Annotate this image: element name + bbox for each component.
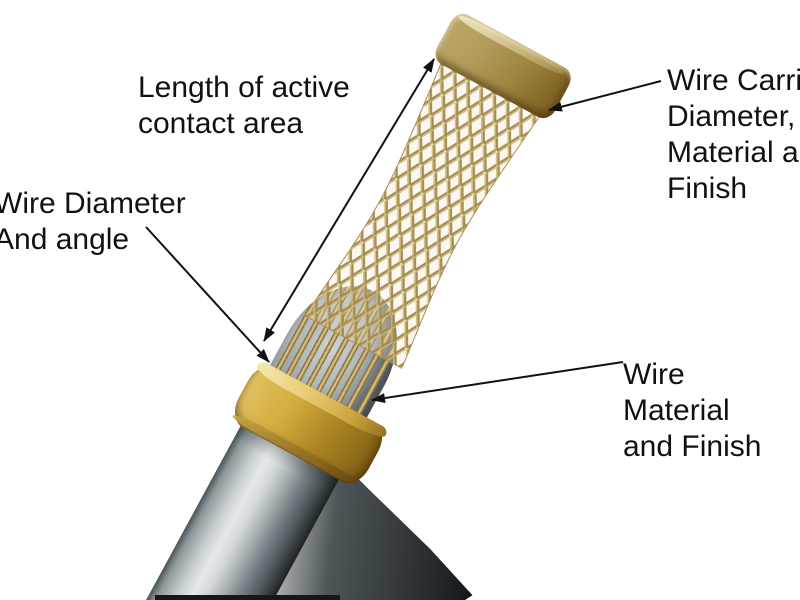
wire-material-label-line2: Material: [623, 394, 730, 427]
wire-carrier-label-line3: Material and: [667, 136, 800, 169]
wire-diameter-label-line2: And angle: [0, 223, 130, 256]
length-label-line1: Length of active: [138, 71, 350, 104]
wire-material-label-line1: Wire: [623, 358, 685, 391]
wire-carrier-label-line1: Wire Carrier: [667, 64, 800, 97]
length-label-line2: contact area: [138, 107, 304, 140]
length-label: Length of active contact area: [138, 70, 350, 142]
wire-diameter-label-line1: Wire Diameter: [0, 187, 186, 220]
wire-carrier-label-line4: Finish: [667, 172, 748, 205]
wire-carrier-label-line2: Diameter,: [667, 100, 796, 133]
wire-material-label-line3: and Finish: [623, 430, 762, 463]
wire-diameter-label: Wire Diameter And angle: [0, 186, 186, 258]
wire-material-label: Wire Material and Finish: [623, 357, 761, 465]
wire-carrier-label: Wire Carrier Diameter, Material and Fini…: [667, 63, 800, 207]
shaft-cut-edge: [155, 595, 340, 600]
